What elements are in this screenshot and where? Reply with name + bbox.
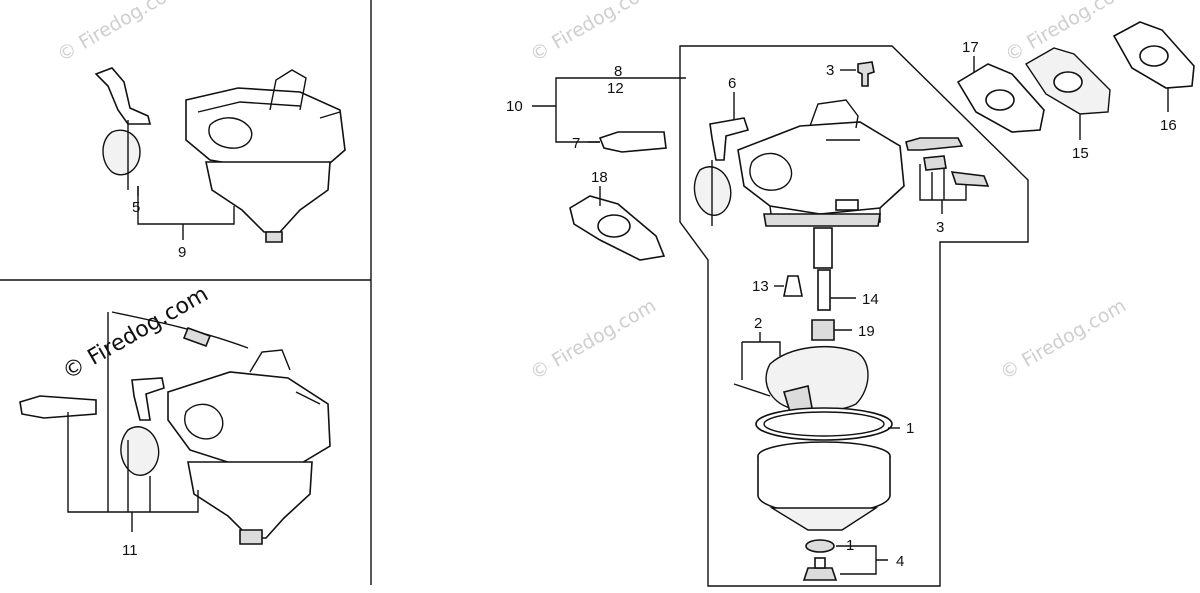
gasket-hole [597, 214, 631, 238]
leader-2 [741, 332, 781, 380]
throttle-wire [111, 311, 249, 349]
callout-3: 3 [936, 219, 944, 236]
part-1-o-ring [755, 407, 893, 441]
gasket-hole [985, 89, 1015, 111]
assembly-outline [679, 45, 1029, 587]
carburetor-body [185, 87, 346, 171]
carburetor-body [737, 121, 905, 215]
bolt-thread [814, 557, 826, 569]
leader-3-right [919, 164, 967, 201]
callout-1: 1 [846, 537, 854, 554]
part-19-main-jet-holder [811, 319, 835, 341]
inset-bottom-left: © Firedog.com 11 [19, 282, 331, 559]
float-bowl [757, 456, 891, 515]
fuel-inlet [835, 199, 859, 211]
callout-14: 14 [862, 291, 879, 308]
callout-13: 13 [752, 278, 769, 295]
float-pin [733, 383, 771, 397]
part-14-main-jet [817, 269, 831, 311]
watermark: © Firedog.com [54, 0, 187, 66]
choke-lever [131, 377, 165, 421]
callout-5: 5 [132, 199, 140, 216]
callout-9: 9 [178, 244, 186, 261]
callout-2: 2 [754, 315, 762, 332]
leader-11 [67, 312, 199, 513]
callout-4: 4 [896, 553, 904, 570]
part-4-drain-bolt [802, 567, 838, 581]
gasket-hole [1139, 45, 1169, 67]
float-bowl-cone [769, 507, 879, 531]
leader-5-9 [137, 186, 235, 225]
callout-12: 12 [607, 80, 624, 97]
spacer-hole [1053, 71, 1083, 93]
part-13-float-needle [783, 275, 803, 297]
choke-plate [102, 129, 141, 176]
watermark: © Firedog.com [997, 295, 1130, 385]
leader-1-4 [836, 545, 888, 575]
main-view: 8 12 10 7 18 6 3 3 [506, 21, 1195, 587]
carburetor-detail [749, 99, 881, 223]
choke-plate [120, 426, 160, 476]
watermark: © Firedog.com [527, 295, 660, 385]
part-3-screw [950, 171, 990, 187]
callout-6: 6 [728, 75, 736, 92]
carburetor-detail [197, 69, 341, 149]
bowl-bolt [265, 231, 283, 243]
carburetor-body [167, 371, 331, 467]
float-bowl [187, 461, 313, 539]
carburetor-detail [184, 349, 321, 440]
callout-18: 18 [591, 169, 608, 186]
callout-8: 8 [614, 63, 622, 80]
o-ring-inner [763, 411, 885, 437]
bracket [19, 395, 97, 419]
bowl-bolt [239, 529, 263, 545]
callout-19: 19 [858, 323, 875, 340]
part-3-spring [923, 155, 947, 171]
callout-11: 11 [122, 542, 138, 559]
callout-16: 16 [1160, 117, 1177, 134]
watermark: © Firedog.com [527, 0, 660, 66]
nozzle-tube [813, 227, 833, 269]
spring [182, 326, 212, 348]
callout-10: 10 [506, 98, 523, 115]
callout-1: 1 [906, 420, 914, 437]
part-7-bracket [598, 131, 667, 153]
choke-lever [94, 67, 152, 125]
callout-17: 17 [962, 39, 979, 56]
part-6-choke-lever [709, 117, 750, 161]
callout-15: 15 [1072, 145, 1089, 162]
part-2-float [765, 346, 869, 413]
carb-base-flange [763, 213, 881, 227]
inset-top-left: 5 9 [94, 67, 346, 261]
part-3-screw [905, 137, 964, 151]
part-1-washer [805, 539, 835, 553]
callout-7: 7 [572, 135, 580, 152]
leader-10 [532, 77, 606, 143]
float-bowl [205, 161, 331, 233]
callout-3: 3 [826, 62, 834, 79]
part-3-screw-top [857, 61, 875, 87]
